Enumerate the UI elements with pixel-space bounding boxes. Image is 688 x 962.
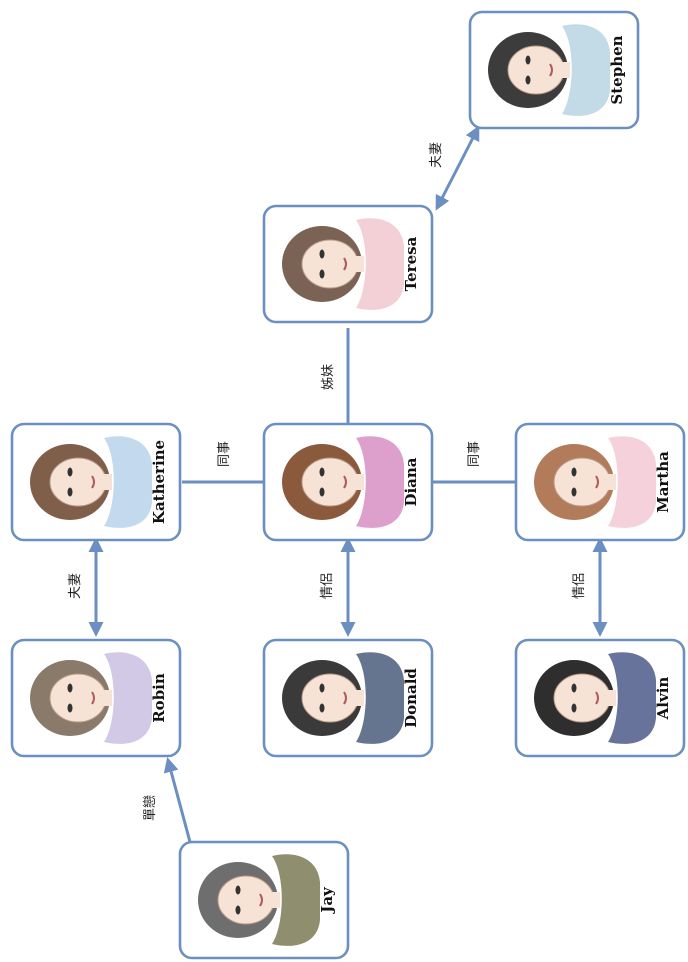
relation-label-jay-robin: 單戀 [142, 795, 158, 821]
connector-stephen-teresa [435, 125, 480, 211]
portrait-illustration [282, 436, 404, 528]
person-card-stephen: Stephen [468, 10, 640, 130]
person-card-katherine: Katherine [10, 422, 182, 542]
person-name: Diana [402, 457, 420, 506]
person-name: Robin [150, 673, 168, 723]
person-card-robin: Robin [10, 638, 182, 758]
portrait-illustration [30, 436, 152, 528]
portrait-illustration [282, 652, 404, 744]
portrait-illustration [198, 854, 320, 946]
person-name: Teresa [402, 236, 420, 291]
person-card-alvin: Alvin [514, 638, 686, 758]
portrait-illustration [282, 218, 404, 310]
relation-label-stephen-teresa: 夫妻 [429, 142, 444, 168]
person-card-teresa: Teresa [262, 204, 434, 324]
relation-label-robin-katherine: 夫妻 [68, 573, 83, 599]
person-card-martha: Martha [514, 422, 686, 542]
person-card-diana: Diana [262, 422, 434, 542]
person-name: Jay [318, 886, 336, 915]
portrait-illustration [534, 436, 656, 528]
person-card-donald: Donald [262, 638, 434, 758]
person-name: Donald [402, 668, 420, 728]
connector-jay-robin [163, 757, 192, 843]
portrait-illustration [488, 24, 610, 116]
relation-label-diana-martha: 同事 [467, 441, 482, 467]
person-name: Katherine [150, 440, 168, 524]
relation-label-martha-alvin: 情侶 [572, 573, 587, 599]
portrait-illustration [30, 652, 152, 744]
relation-label-teresa-diana: 姊妹 [321, 364, 336, 390]
person-name: Alvin [654, 677, 672, 721]
relation-label-diana-donald: 情侶 [320, 573, 335, 599]
person-name: Stephen [608, 35, 626, 104]
portrait-illustration [534, 652, 656, 744]
person-name: Martha [654, 451, 672, 513]
relation-label-katherine-diana: 同事 [217, 441, 232, 467]
person-card-jay: Jay [178, 840, 350, 960]
